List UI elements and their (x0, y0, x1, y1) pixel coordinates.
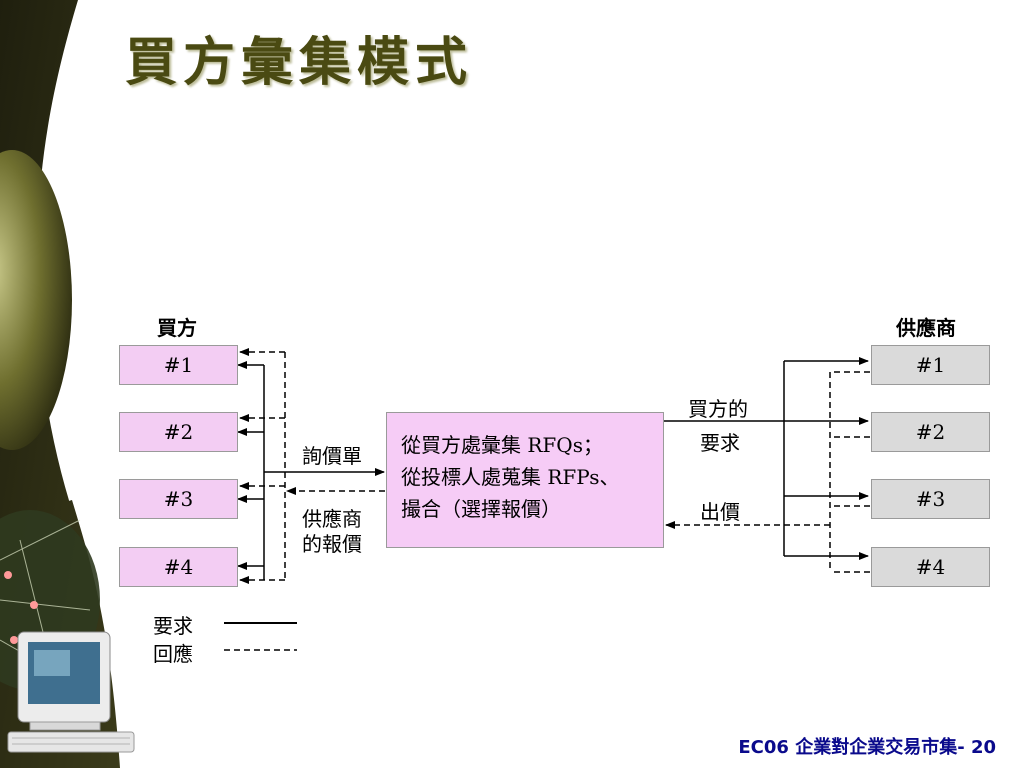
buyer-box-3: #3 (119, 479, 238, 519)
label-request-2: 要求 (700, 431, 740, 455)
buyer-header: 買方 (157, 316, 197, 340)
decorative-side-panel (0, 0, 135, 768)
computer-icon (7, 631, 135, 753)
aggregator-line-2: 從投標人處蒐集 RFPs、 (401, 465, 620, 489)
globe-image (0, 150, 72, 450)
page-title: 買方彙集模式 (125, 32, 474, 93)
buyer-box-1: #1 (119, 345, 238, 385)
footer-page-label: EC06 企業對企業交易市集- 20 (738, 737, 996, 758)
supplier-box-4: #4 (871, 547, 990, 587)
label-rfq: 詢價單 (302, 444, 362, 468)
buyer-response-lines (239, 348, 385, 584)
buyer-box-4: #4 (119, 547, 238, 587)
aggregator-line-1: 從買方處彙集 RFQs； (401, 433, 603, 457)
buyer-box-2: #2 (119, 412, 238, 452)
label-request-1: 買方的 (688, 397, 748, 421)
supplier-header: 供應商 (896, 316, 956, 340)
supplier-box-2: #2 (871, 412, 990, 452)
aggregator-box: 從買方處彙集 RFQs； 從投標人處蒐集 RFPs、 撮合（選擇報價） (386, 412, 664, 548)
label-quote-2: 的報價 (302, 532, 362, 556)
label-quote-1: 供應商 (302, 507, 362, 531)
aggregator-line-3: 撮合（選擇報價） (401, 497, 561, 521)
legend-response-label: 回應 (153, 642, 193, 666)
legend-request-label: 要求 (153, 614, 193, 638)
label-bid: 出價 (700, 500, 740, 524)
buyer-request-lines (237, 361, 385, 580)
supplier-response-lines (665, 371, 870, 573)
supplier-request-lines (664, 357, 869, 560)
supplier-box-3: #3 (871, 479, 990, 519)
supplier-box-1: #1 (871, 345, 990, 385)
